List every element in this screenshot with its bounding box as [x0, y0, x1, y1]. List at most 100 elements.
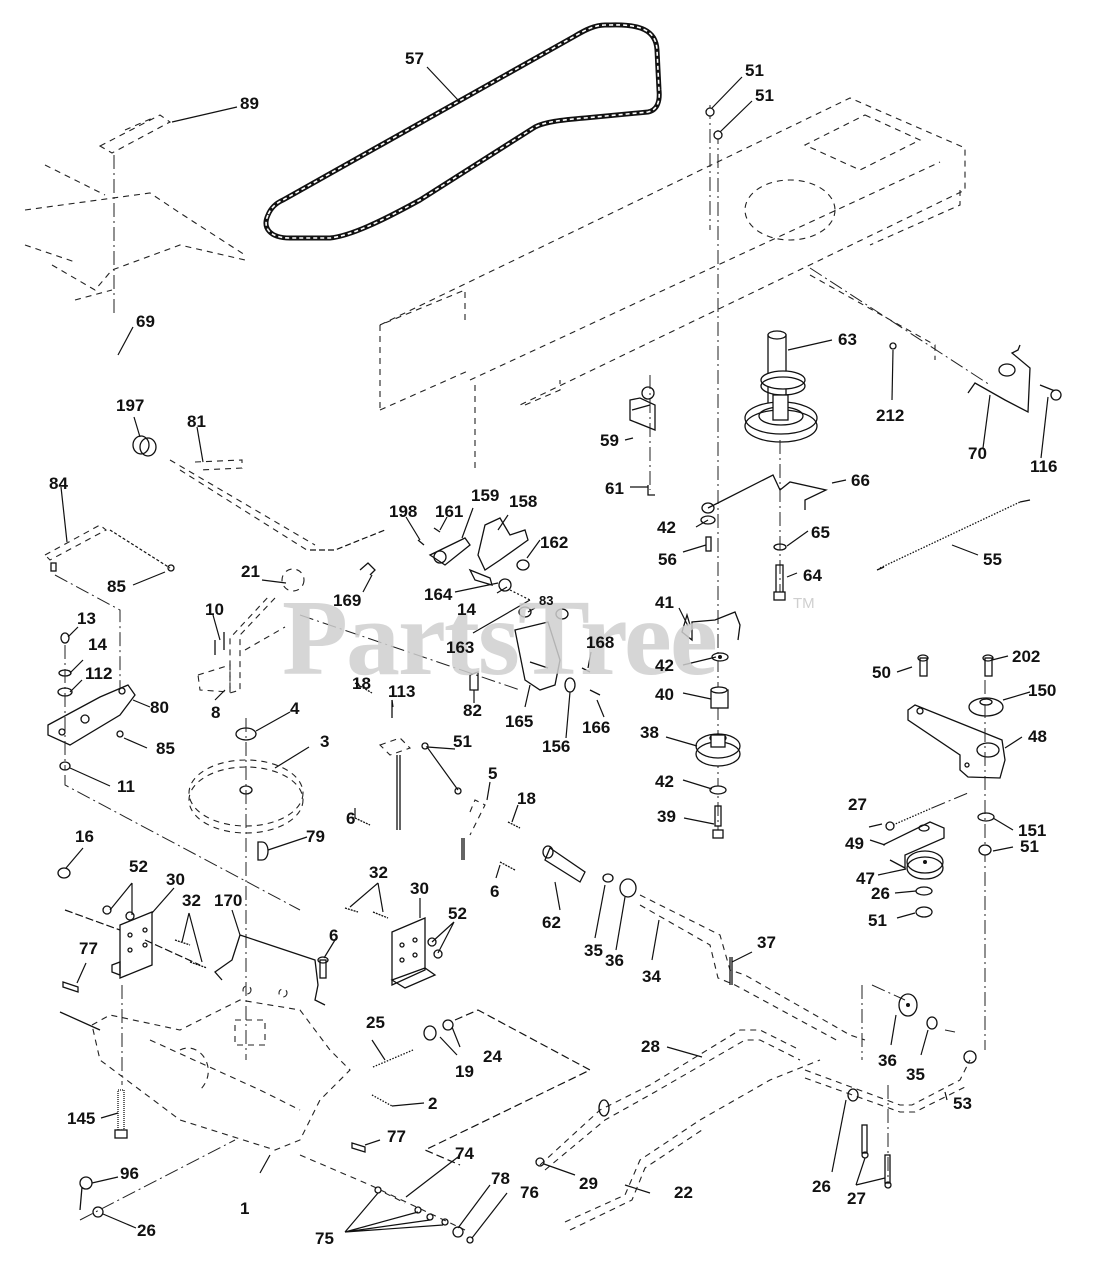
callout-10[interactable]: 10 [205, 600, 224, 619]
key-79[interactable] [257, 841, 269, 861]
fastener-212[interactable] [889, 342, 897, 350]
callout-32[interactable]: 32 [182, 891, 201, 910]
spacer-40[interactable] [710, 686, 729, 709]
callout-22[interactable]: 22 [674, 1183, 693, 1202]
callout-85[interactable]: 85 [156, 739, 175, 758]
callout-198[interactable]: 198 [389, 502, 418, 521]
callout-14[interactable]: 14 [88, 635, 107, 654]
drive-belt-57[interactable] [263, 22, 662, 241]
callout-42[interactable]: 42 [657, 518, 676, 537]
rod-113[interactable] [378, 700, 412, 830]
callout-21[interactable]: 21 [241, 562, 260, 581]
callout-212[interactable]: 212 [876, 406, 905, 425]
callout-34[interactable]: 34 [642, 967, 661, 986]
callout-1[interactable]: 1 [240, 1199, 250, 1218]
hairpin-clip-96[interactable] [79, 1176, 93, 1211]
idler-pulley-38[interactable] [695, 733, 741, 767]
washer-78[interactable] [452, 1226, 464, 1238]
pin-198[interactable] [417, 539, 425, 546]
clip-85-lower[interactable] [116, 730, 124, 738]
spacer-74[interactable] [384, 1192, 406, 1204]
bushing-197[interactable] [132, 435, 157, 457]
transaxle-1[interactable] [59, 985, 351, 1151]
nut-19[interactable] [423, 1025, 437, 1041]
rod-163[interactable] [509, 589, 531, 601]
nut-52-left[interactable] [102, 905, 135, 921]
callout-169[interactable]: 169 [333, 591, 362, 610]
bolt-39[interactable] [712, 805, 724, 839]
callout-81[interactable]: 81 [187, 412, 206, 431]
callout-51[interactable]: 51 [868, 911, 887, 930]
callout-164[interactable]: 164 [424, 585, 453, 604]
callout-38[interactable]: 38 [640, 723, 659, 742]
callout-64[interactable]: 64 [803, 566, 822, 585]
bolt-56[interactable] [705, 536, 712, 552]
callout-18[interactable]: 18 [352, 674, 371, 693]
link-84[interactable] [44, 524, 107, 572]
bracket-165[interactable] [514, 621, 561, 691]
callout-63[interactable]: 63 [838, 330, 857, 349]
callout-162[interactable]: 162 [540, 533, 569, 552]
callout-42[interactable]: 42 [655, 656, 674, 675]
callout-197[interactable]: 197 [116, 396, 145, 415]
spacer-150[interactable] [968, 697, 1004, 717]
pedal-pad-62[interactable] [542, 845, 586, 883]
callout-30[interactable]: 30 [410, 879, 429, 898]
washer-151[interactable] [977, 812, 995, 822]
callout-2[interactable]: 2 [428, 1094, 438, 1113]
callout-89[interactable]: 89 [240, 94, 259, 113]
nut-11[interactable] [59, 761, 71, 771]
callout-65[interactable]: 65 [811, 523, 830, 542]
bolt-32-left[interactable] [174, 939, 208, 969]
callout-77[interactable]: 77 [387, 1127, 406, 1146]
callout-29[interactable]: 29 [579, 1174, 598, 1193]
callout-69[interactable]: 69 [136, 312, 155, 331]
callout-5[interactable]: 5 [488, 764, 498, 783]
callout-66[interactable]: 66 [851, 471, 870, 490]
callout-32[interactable]: 32 [369, 863, 388, 882]
callout-52[interactable]: 52 [129, 857, 148, 876]
idler-arm-48[interactable] [907, 704, 1006, 779]
bolt-116[interactable] [1039, 384, 1062, 401]
callout-112[interactable]: 112 [85, 664, 113, 683]
callout-4[interactable]: 4 [290, 699, 300, 718]
double-pulley-63[interactable] [744, 330, 818, 443]
callout-61[interactable]: 61 [605, 479, 624, 498]
idler-pulley-47[interactable] [906, 850, 944, 880]
callout-165[interactable]: 165 [505, 712, 534, 731]
washer-26-left[interactable] [92, 1206, 104, 1218]
callout-53[interactable]: 53 [953, 1094, 972, 1113]
callout-35[interactable]: 35 [584, 941, 603, 960]
callout-75[interactable]: 75 [315, 1229, 334, 1248]
callout-113[interactable]: 113 [388, 682, 416, 701]
callout-83[interactable]: 83 [539, 593, 554, 608]
shift-rod-22[interactable] [564, 1059, 821, 1231]
bolts-27-lower[interactable] [861, 1124, 892, 1189]
screw-161[interactable] [433, 527, 441, 533]
clip-85-upper[interactable] [167, 564, 175, 572]
callout-85[interactable]: 85 [107, 577, 126, 596]
screw-168[interactable] [581, 667, 591, 673]
callout-16[interactable]: 16 [75, 827, 94, 846]
brake-pedal-34[interactable] [639, 894, 866, 1043]
callout-59[interactable]: 59 [600, 431, 619, 450]
washer-14-mid[interactable] [498, 578, 512, 592]
callout-47[interactable]: 47 [856, 869, 875, 888]
callout-55[interactable]: 55 [983, 550, 1002, 569]
callout-82[interactable]: 82 [463, 701, 482, 720]
decal-plate-89[interactable] [98, 114, 172, 154]
washer-83-a[interactable] [518, 606, 532, 618]
callout-36[interactable]: 36 [605, 951, 624, 970]
callout-49[interactable]: 49 [845, 834, 864, 853]
bolt-202[interactable] [982, 654, 994, 677]
callout-42[interactable]: 42 [655, 772, 674, 791]
callout-51[interactable]: 51 [755, 86, 774, 105]
callout-163[interactable]: 163 [446, 638, 475, 657]
callout-70[interactable]: 70 [968, 444, 987, 463]
callout-145[interactable]: 145 [67, 1109, 96, 1128]
shift-lever-8[interactable] [197, 594, 286, 694]
callout-27[interactable]: 27 [847, 1189, 866, 1208]
washer-42-mid[interactable] [711, 652, 729, 662]
belt-guide-59[interactable] [629, 386, 656, 431]
callout-116[interactable]: 116 [1030, 457, 1058, 476]
